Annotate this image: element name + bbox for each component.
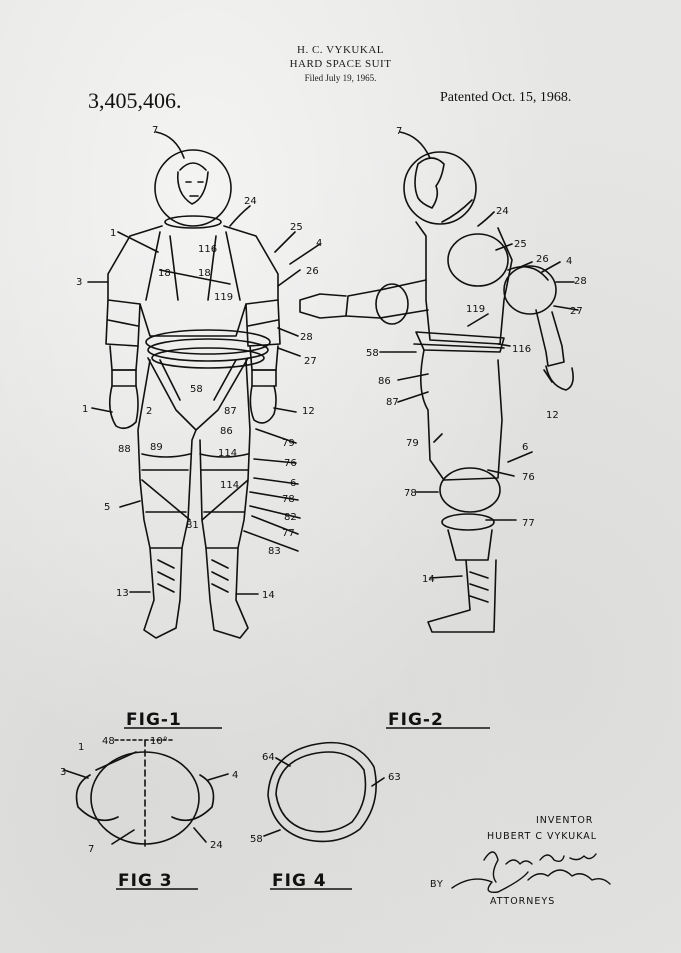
fig2-ref-numeral: 28 (574, 276, 587, 287)
fig1-ref-numeral: 77 (282, 528, 295, 539)
fig1-ref-numeral: 25 (290, 222, 303, 233)
fig2-ref-numeral: 24 (496, 206, 509, 217)
inventor-name: HUBERT C VYKUKAL (487, 831, 598, 842)
fig1-ref-numeral: 24 (244, 196, 257, 207)
fig1-ref-numeral: 58 (190, 384, 203, 395)
fig1-ref-numeral: 18 (198, 268, 211, 279)
fig3-ref-numeral: 48 (102, 736, 115, 747)
fig4-helmet-ring (263, 741, 385, 843)
fig3-title: FIG 3 (118, 871, 173, 891)
fig2-ref-numeral: 25 (514, 239, 527, 250)
attorney-signature (451, 851, 611, 893)
fig1-ref-numeral: 26 (306, 266, 319, 277)
fig1-ref-numeral: 78 (282, 494, 295, 505)
fig1-ref-numeral: 14 (262, 590, 275, 601)
fig4-title: FIG 4 (272, 871, 327, 891)
by-label: BY (430, 879, 444, 890)
header-filed-date: Filed July 19, 1965. (304, 73, 377, 83)
fig3-helmet-top-view (63, 739, 229, 851)
fig4-ref-numeral: 64 (262, 752, 275, 763)
fig1-ref-numeral: 79 (282, 438, 295, 449)
fig1-title: FIG-1 (126, 710, 182, 730)
fig2-ref-numeral: 58 (366, 348, 379, 359)
fig1-ref-numeral: 83 (268, 546, 281, 557)
fig1-ref-numeral: 28 (300, 332, 313, 343)
fig1-ref-numeral: 114 (220, 480, 239, 491)
fig1-ref-numeral: 86 (220, 426, 233, 437)
fig2-ref-numeral: 78 (404, 488, 417, 499)
fig1-ref-numeral: 82 (284, 512, 297, 523)
fig1-ref-numeral: 13 (116, 588, 129, 599)
fig2-ref-numeral: 77 (522, 518, 535, 529)
attorneys-label: ATTORNEYS (490, 896, 556, 907)
fig2-ref-numeral: 12 (546, 410, 559, 421)
header-inventor: H. C. VYKUKAL (297, 44, 384, 56)
fig2-ref-numeral: 119 (466, 304, 485, 315)
fig1-ref-numeral: 7 (152, 125, 158, 136)
fig2-ref-numeral: 4 (566, 256, 572, 267)
fig1-ref-numeral: 2 (146, 406, 152, 417)
fig1-ref-numeral: 27 (304, 356, 317, 367)
fig3-ref-numeral: 4 (232, 770, 238, 781)
fig2-ref-numeral: 6 (522, 442, 528, 453)
fig3-ref-numeral: 1 (78, 742, 84, 753)
fig2-ref-numeral: 87 (386, 397, 399, 408)
fig1-ref-numeral: 87 (224, 406, 237, 417)
fig1-ref-numeral: 114 (218, 448, 237, 459)
patent-number: 3,405,406. (88, 88, 182, 113)
fig4-ref-numeral: 58 (250, 834, 263, 845)
fig1-suit-front-view (87, 131, 321, 639)
fig1-ref-numeral: 116 (198, 244, 217, 255)
fig1-ref-numeral: 5 (104, 502, 110, 513)
fig1-ref-numeral: 81 (186, 520, 199, 531)
fig1-ref-numeral: 1 (82, 404, 88, 415)
fig1-ref-numeral: 12 (302, 406, 315, 417)
inventor-label: INVENTOR (536, 815, 594, 826)
patent-date: Patented Oct. 15, 1968. (440, 90, 572, 105)
fig3-ref-numeral: 24 (210, 840, 223, 851)
fig4-ref-numeral: 63 (388, 772, 401, 783)
fig1-ref-numeral: 76 (284, 458, 297, 469)
fig3-ref-numeral: 10° (150, 736, 168, 747)
fig2-suit-side-view (299, 131, 579, 633)
fig2-ref-numeral: 76 (522, 472, 535, 483)
fig1-ref-numeral: 88 (118, 444, 131, 455)
fig1-ref-numeral: 6 (290, 478, 296, 489)
fig2-title: FIG-2 (388, 710, 444, 730)
fig2-ref-numeral: 27 (570, 306, 583, 317)
fig2-ref-numeral: 26 (536, 254, 549, 265)
fig1-ref-numeral: 4 (316, 238, 322, 249)
fig1-ref-numeral: 89 (150, 442, 163, 453)
fig1-ref-numeral: 3 (76, 277, 82, 288)
fig2-ref-numeral: 14 (422, 574, 435, 585)
fig2-ref-numeral: 7 (396, 126, 402, 137)
fig2-ref-numeral: 116 (512, 344, 531, 355)
fig1-ref-numeral: 1 (110, 228, 116, 239)
fig3-ref-numeral: 3 (60, 767, 66, 778)
header-title: HARD SPACE SUIT (289, 58, 392, 70)
fig1-ref-numeral: 119 (214, 292, 233, 303)
fig1-ref-numeral: 18 (158, 268, 171, 279)
fig2-ref-numeral: 79 (406, 438, 419, 449)
fig3-ref-numeral: 7 (88, 844, 94, 855)
fig2-ref-numeral: 86 (378, 376, 391, 387)
